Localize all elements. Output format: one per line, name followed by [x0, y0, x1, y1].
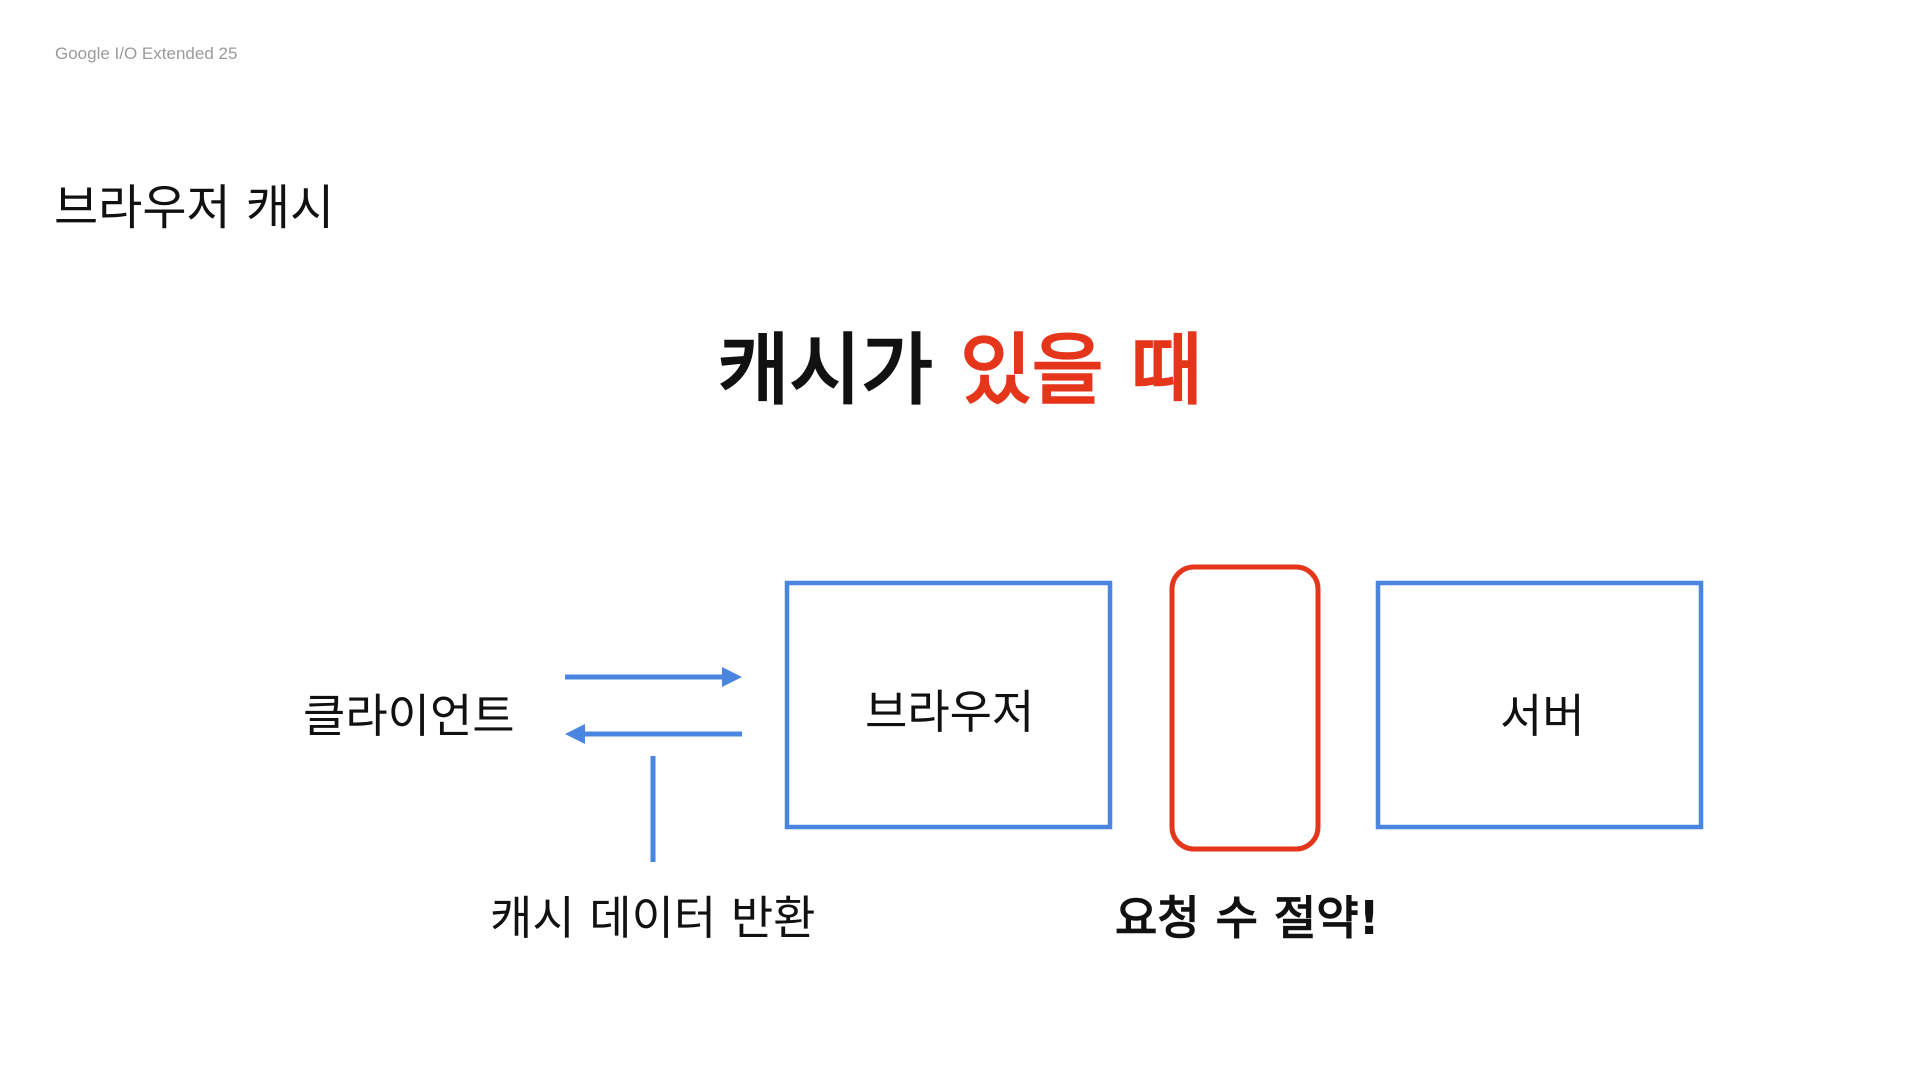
- client-label: 클라이언트: [303, 689, 515, 743]
- server-label: 서버: [1500, 689, 1585, 743]
- request-arrowhead: [722, 667, 742, 687]
- section-title: 브라우저 캐시: [54, 180, 335, 236]
- server-box: [1375, 580, 1704, 830]
- saving-label: 요청 수 절약!: [1115, 891, 1380, 945]
- headline-prefix: 캐시가: [717, 326, 960, 416]
- browser-label: 브라우저: [865, 685, 1035, 739]
- headline: 캐시가 있을 때: [0, 332, 1920, 410]
- browser-box: [784, 580, 1113, 830]
- response-arrowhead: [565, 724, 585, 744]
- headline-emphasis: 있을 때: [960, 326, 1203, 416]
- return-label: 캐시 데이터 반환: [490, 891, 816, 945]
- event-label: Google I/O Extended 25: [55, 44, 238, 63]
- request-skip-box: [1169, 564, 1321, 852]
